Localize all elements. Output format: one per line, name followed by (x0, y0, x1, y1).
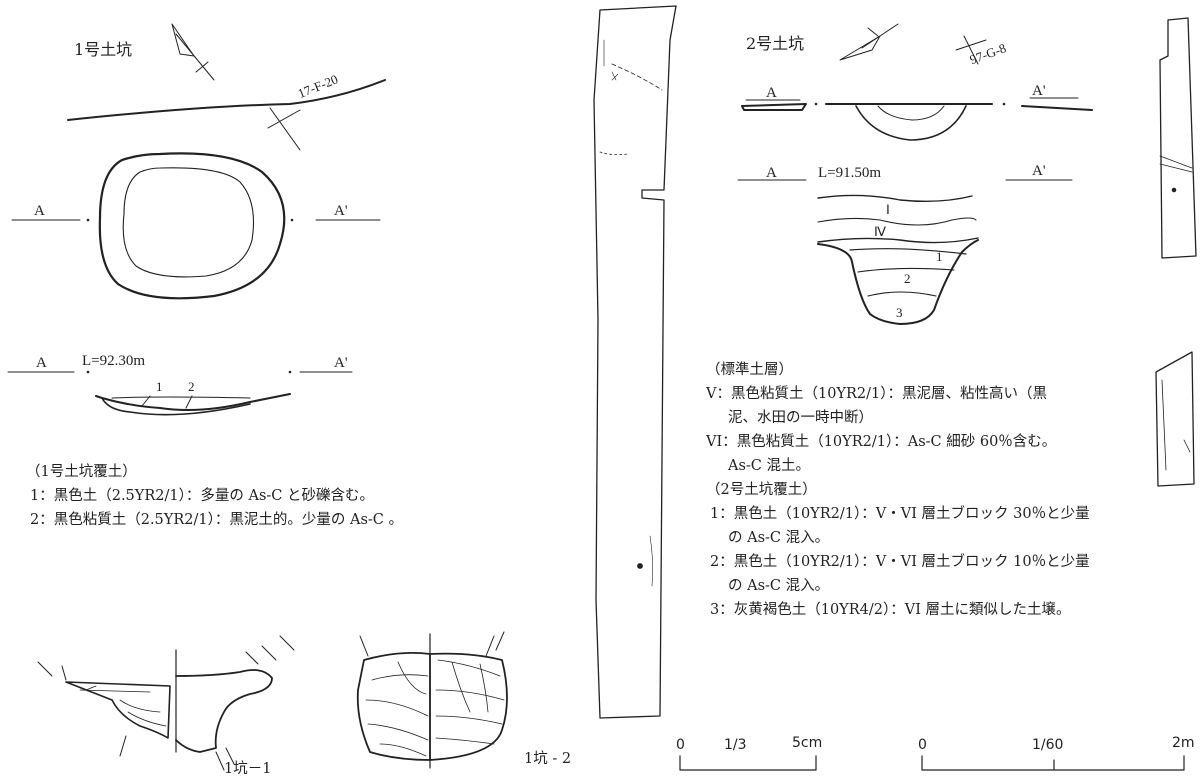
standard-legend-item: As-C 混土。 (728, 458, 811, 474)
scale-large-end: 2m (1172, 735, 1195, 751)
scale-bar-small (679, 755, 817, 771)
pit2-plan-label-a: A (766, 85, 777, 101)
pit2-layer-IV-label: Ⅳ (874, 224, 886, 239)
standard-legend-item: 泥、水田の一時中断） (728, 410, 873, 426)
pit1-section-label-a-prime: A' (334, 355, 348, 371)
wooden-board-drawing (593, 5, 677, 719)
pit2-plan (741, 97, 1093, 141)
pit1-layer-1-label: 1 (156, 379, 163, 394)
pit2-legend-title: （2号土坑覆土） (706, 482, 817, 498)
pit1-plan-label-a-prime: A' (334, 203, 348, 219)
pit1-section-line (7, 370, 353, 374)
pit1-legend-item: 2：黒色粘質土（2.5YR2/1）：黒泥土的。少量の As-C 。 (30, 512, 403, 528)
pit1-grid-marker (267, 107, 301, 151)
pit1-trench-edge (67, 79, 386, 121)
pit2-layer-I-label: Ⅰ (886, 202, 890, 217)
pit2-level-label: L=91.50m (818, 165, 882, 181)
pit2-grid-marker (955, 35, 987, 65)
pit2-legend-item: の As-C 混入。 (728, 530, 830, 546)
scale-small-zero: 0 (676, 737, 685, 753)
pit1-section-label-a: A (36, 355, 47, 371)
pit2-layer-3-label: 3 (896, 305, 903, 320)
pit1-outline-outer (98, 152, 286, 300)
pit2-layer-2-label: 2 (904, 271, 911, 286)
pit1-section-profile (95, 393, 291, 416)
artifact-2-label: 1坑 - 2 (524, 751, 572, 767)
pit1-legend-item: 1：黒色土（2.5YR2/1）：多量の As-C と砂礫含む。 (30, 488, 374, 504)
pit1-level-label: L=92.30m (82, 353, 146, 369)
standard-layer-legend: （標準土層） V：黒色粘質土（10YR2/1）：黒泥層、粘性高い（黒 泥、水田の… (706, 358, 1090, 622)
standard-legend-title: （標準土層） (706, 362, 793, 378)
artifact-1-drawing (37, 635, 295, 771)
scale-bar-large (921, 755, 1185, 771)
pit2-layer-1-label: 1 (936, 249, 943, 264)
standard-legend-item: VI：黒色粘質土（10YR2/1）：As-C 細砂 60％含む。 (706, 434, 1057, 450)
standard-legend-item: V：黒色粘質土（10YR2/1）：黒泥層、粘性高い（黒 (706, 386, 1047, 402)
pit2-legend-item: 1：黒色土（10YR2/1）：V・VI 層土ブロック 30％と少量 (710, 506, 1090, 522)
pit1-layer-2-label: 2 (188, 379, 195, 394)
pit2-title: 2号土坑 (746, 34, 805, 53)
pit1-outline-inner (122, 167, 255, 278)
scale-small-ratio: 1/3 (724, 737, 747, 753)
pit2-section (737, 179, 1073, 325)
pit1-legend: （1号土坑覆土） 1：黒色土（2.5YR2/1）：多量の As-C と砂礫含む。… (26, 460, 403, 532)
pit1-plan-label-a: A (34, 203, 45, 219)
pit2-section-label-a-prime: A' (1032, 163, 1046, 179)
pit2-north-arrow (839, 23, 899, 61)
small-board-drawing-1 (1159, 17, 1197, 259)
pit1-title: 1号土坑 (74, 40, 133, 59)
pit2-legend-item: の As-C 混入。 (728, 578, 830, 594)
small-board-drawing-2 (1155, 351, 1195, 487)
pit1-legend-title: （1号土坑覆土） (26, 464, 137, 480)
pit2-legend-item: 2：黒色土（10YR2/1）：V・VI 層土ブロック 10％と少量 (710, 554, 1090, 570)
scale-large-zero: 0 (918, 737, 927, 753)
scale-small-end: 5cm (792, 735, 823, 751)
pit2-legend-item: 3：灰黄褐色土（10YR4/2）：VI 層土に類似した土壌。 (710, 602, 1071, 618)
pit2-plan-label-a-prime: A' (1032, 83, 1046, 99)
pit1-plan-section-line (11, 218, 381, 222)
artifact-1-label: 1坑－1 (224, 761, 272, 777)
artifact-2-drawing (356, 631, 508, 769)
pit1-north-arrow (171, 23, 215, 81)
scale-large-ratio: 1/60 (1032, 737, 1064, 753)
pit2-section-label-a: A (766, 165, 777, 181)
